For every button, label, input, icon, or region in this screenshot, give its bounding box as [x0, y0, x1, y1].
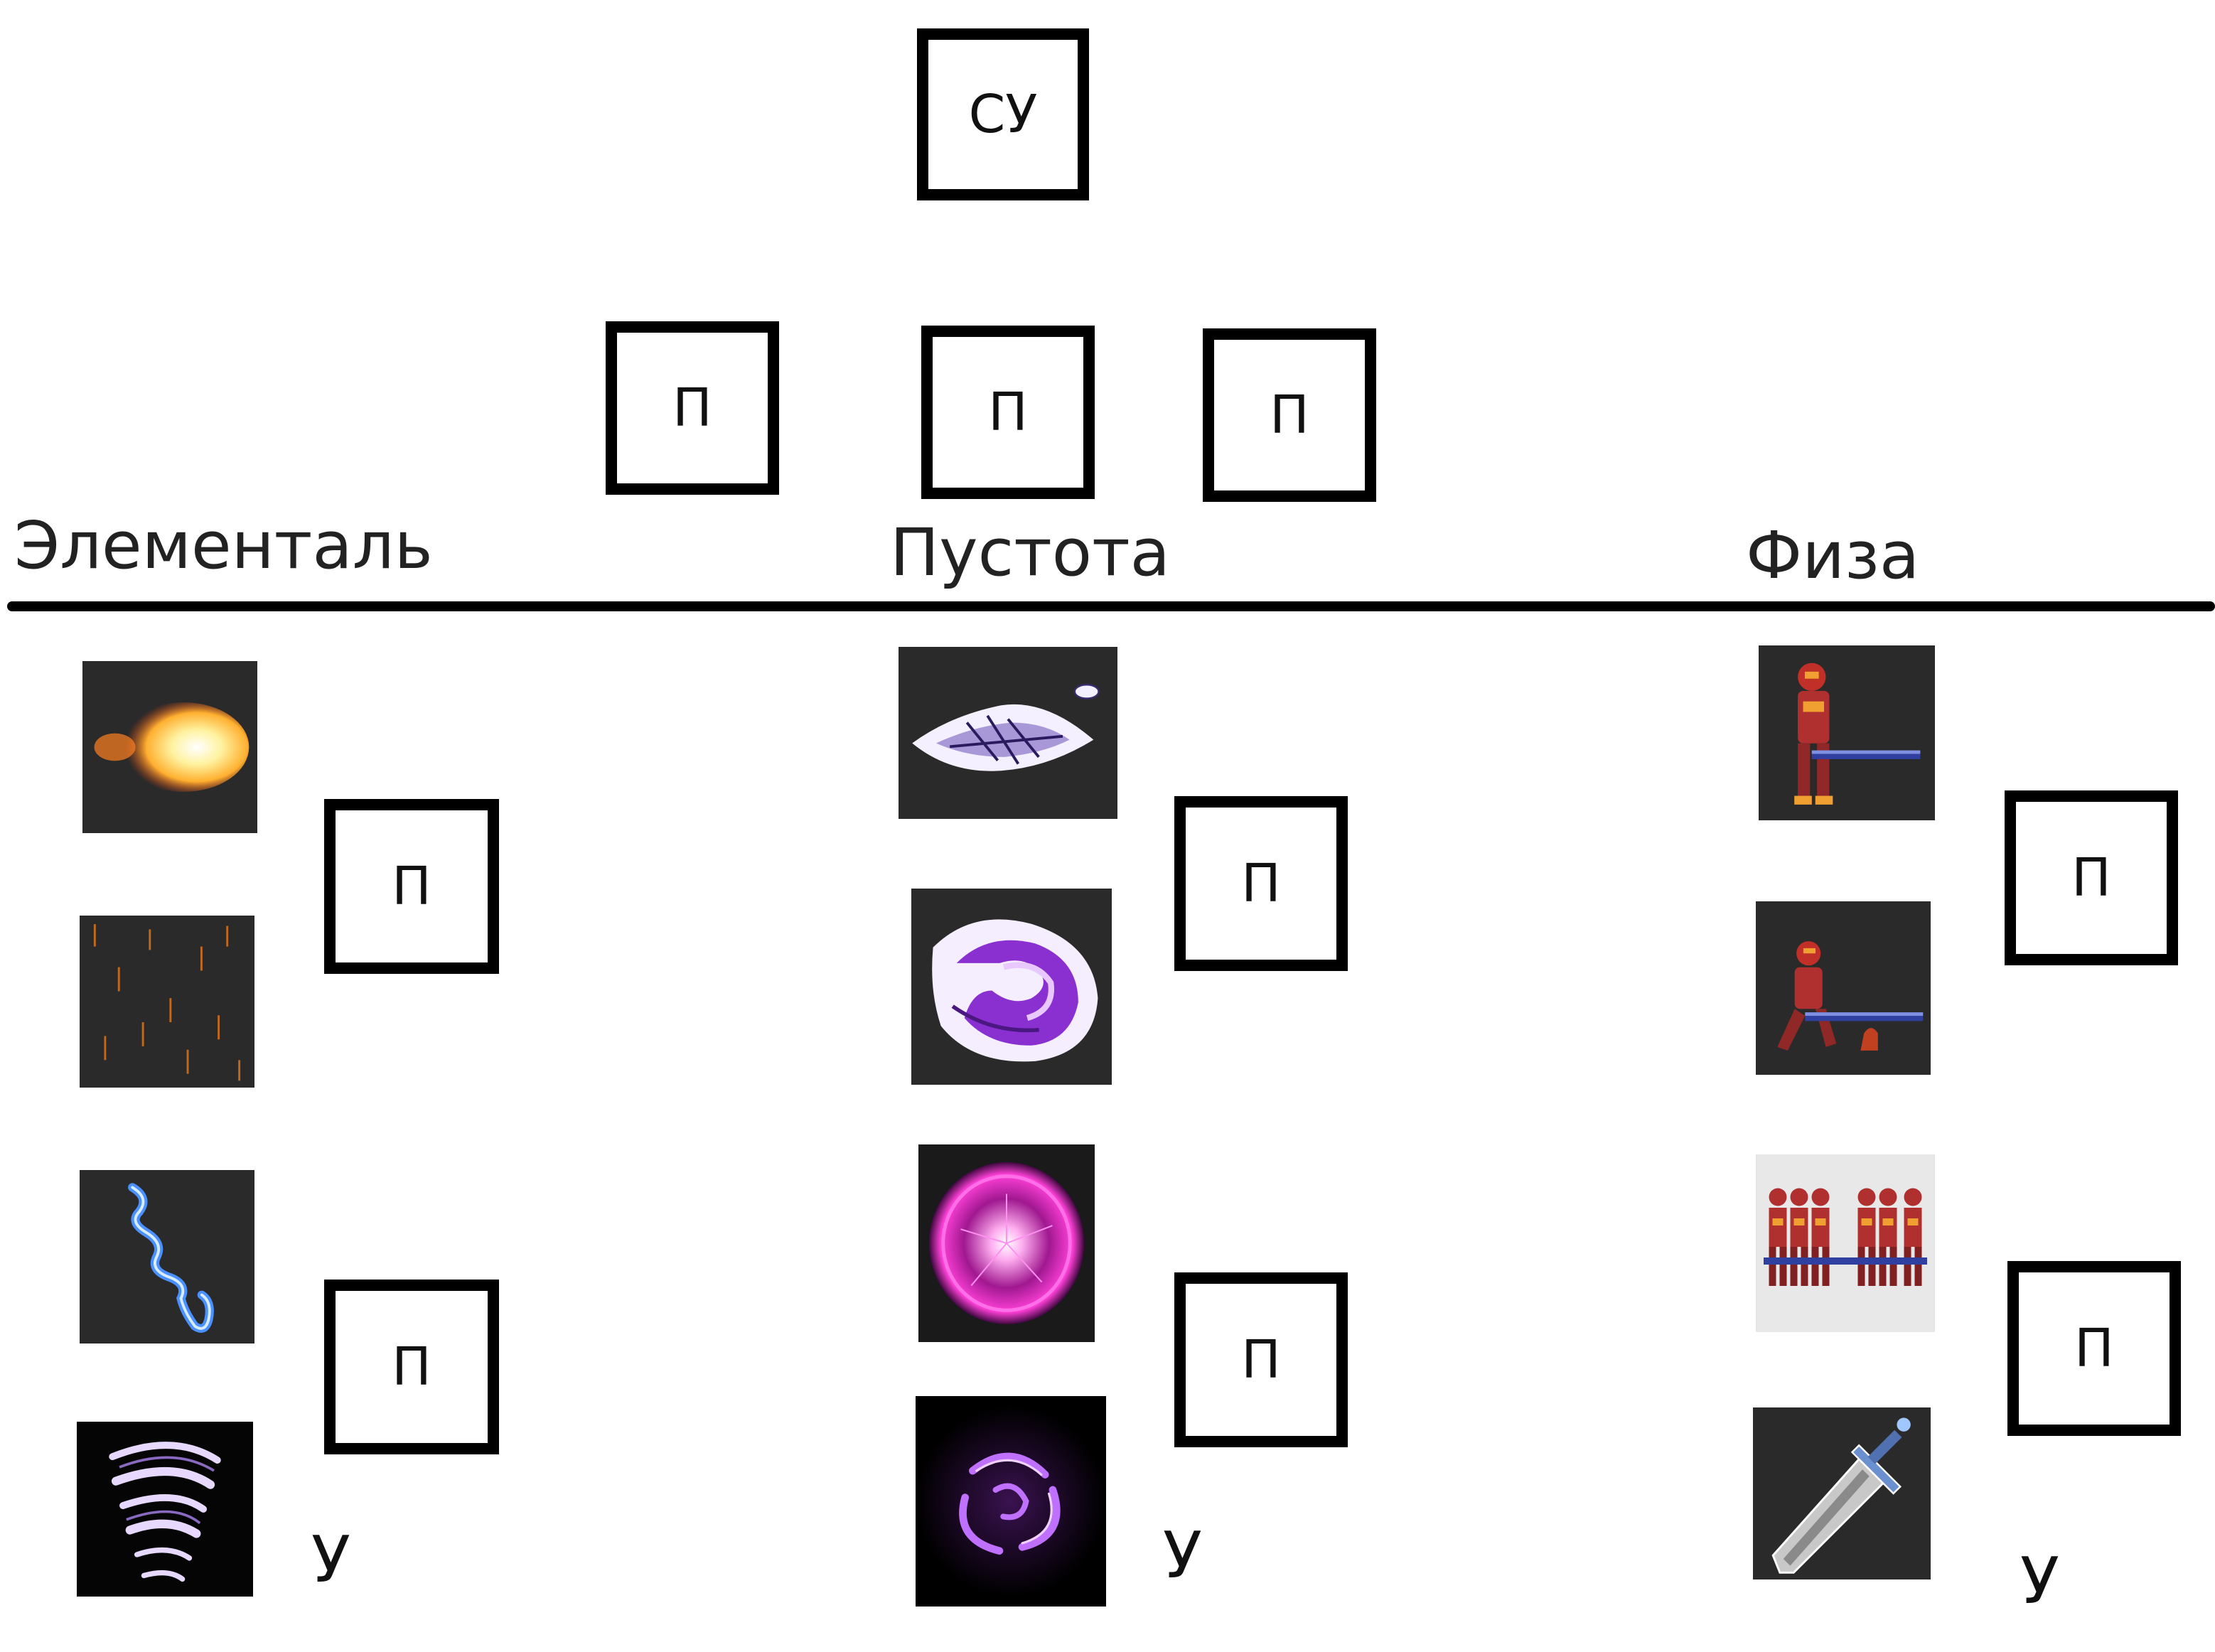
passive-node-label: П — [2071, 847, 2111, 908]
tornado-icon — [77, 1422, 252, 1597]
top-branch-node-2[interactable]: П — [921, 326, 1095, 499]
knight-thrust-icon — [1759, 645, 1934, 820]
top-branch-node-label: П — [1270, 385, 1309, 446]
ultimate-label-physical: У — [2020, 1544, 2059, 1619]
void-slash-icon — [899, 647, 1117, 819]
passive-node-physical-2[interactable]: П — [2007, 1261, 2181, 1436]
skill-tile-void-slash[interactable] — [899, 647, 1117, 819]
passive-node-elemental-2[interactable]: П — [324, 1280, 499, 1454]
knight-clones-icon — [1757, 1154, 1934, 1332]
column-heading-elemental: Элементаль — [14, 508, 433, 584]
lightning-icon — [80, 1170, 254, 1343]
fire-rain-icon — [81, 916, 253, 1088]
top-branch-node-1[interactable]: П — [606, 321, 779, 495]
skill-tile-knight-clones[interactable] — [1756, 1154, 1935, 1332]
void-vortex-icon — [916, 1406, 1106, 1597]
passive-node-label: П — [2074, 1318, 2114, 1379]
column-heading-void: Пустота — [890, 515, 1171, 591]
fireball-icon — [84, 661, 256, 833]
passive-node-label: П — [392, 856, 431, 917]
top-branch-node-label: П — [988, 382, 1028, 443]
knight-lunge-icon — [1757, 901, 1930, 1075]
top-branch-node-3[interactable]: П — [1203, 328, 1376, 502]
top-branch-node-label: П — [672, 377, 712, 439]
skill-tile-greatsword[interactable] — [1753, 1407, 1931, 1579]
skill-tile-knight-lunge[interactable] — [1756, 901, 1931, 1075]
void-sphere-icon — [918, 1155, 1095, 1331]
skill-tile-knight-thrust[interactable] — [1759, 645, 1935, 820]
skill-tile-void-vortex[interactable] — [916, 1396, 1106, 1607]
root-node[interactable]: СУ — [917, 28, 1089, 200]
ultimate-label-elemental: У — [311, 1523, 350, 1597]
ultimate-label-void: У — [1163, 1518, 1202, 1593]
root-node-label: СУ — [968, 84, 1038, 145]
passive-node-physical-1[interactable]: П — [2005, 790, 2178, 965]
skill-tile-void-sphere[interactable] — [918, 1144, 1095, 1342]
skill-tile-lightning[interactable] — [80, 1170, 254, 1343]
passive-node-void-2[interactable]: П — [1174, 1272, 1348, 1447]
passive-node-void-1[interactable]: П — [1174, 796, 1348, 971]
section-divider — [7, 601, 2215, 611]
column-heading-physical: Физа — [1746, 517, 1920, 594]
skill-tile-fireball[interactable] — [82, 661, 257, 833]
passive-node-label: П — [392, 1336, 431, 1398]
void-wave-icon — [913, 889, 1110, 1085]
passive-node-label: П — [1241, 1329, 1281, 1390]
passive-node-label: П — [1241, 853, 1281, 914]
greatsword-icon — [1756, 1407, 1928, 1579]
skill-tile-void-wave[interactable] — [911, 889, 1112, 1085]
passive-node-elemental-1[interactable]: П — [324, 799, 499, 974]
skill-tile-tornado[interactable] — [77, 1422, 253, 1597]
skill-tile-fire-rain[interactable] — [80, 916, 254, 1088]
